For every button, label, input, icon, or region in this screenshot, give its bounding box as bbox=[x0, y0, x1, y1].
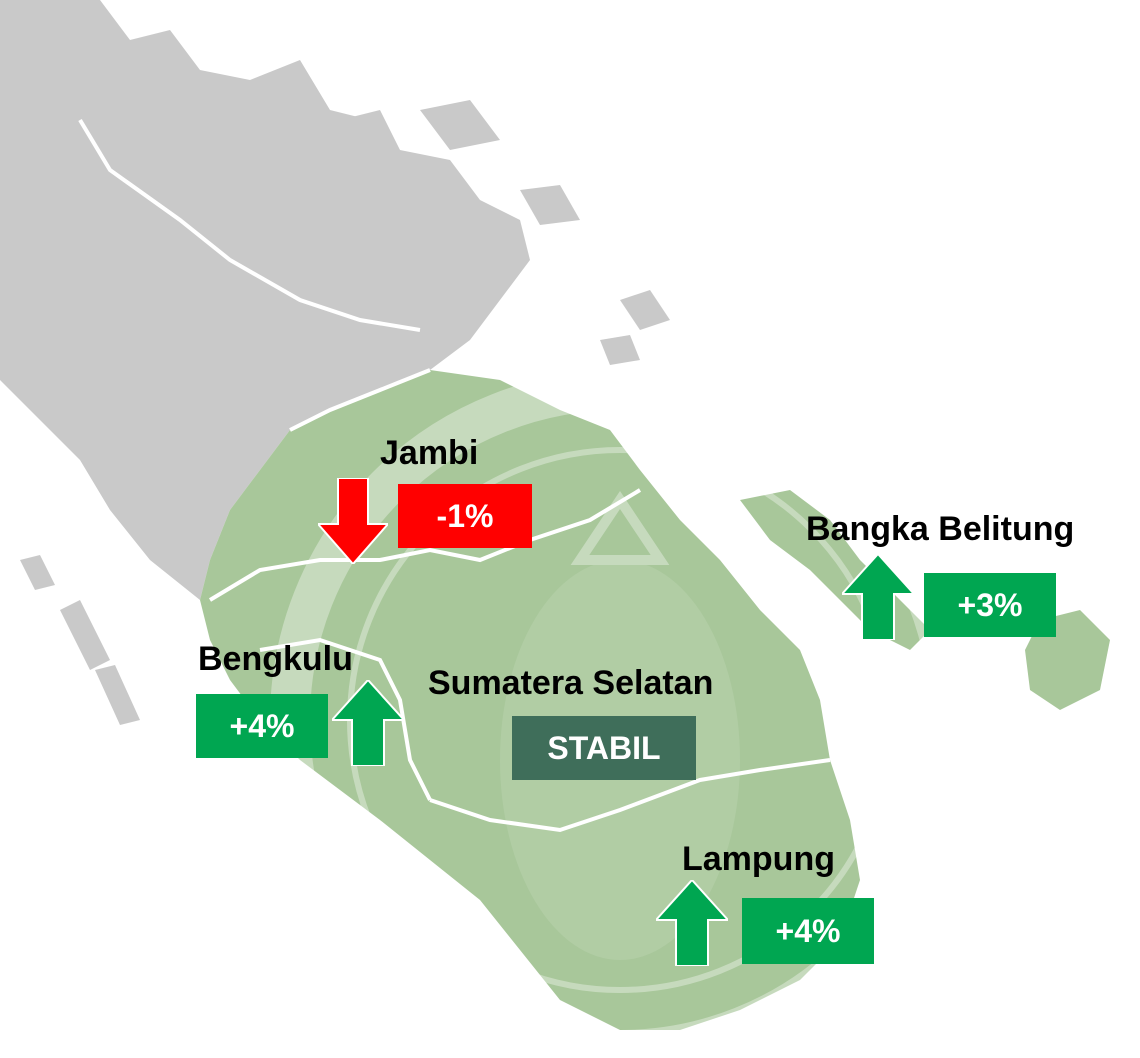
riau-island-3 bbox=[520, 185, 580, 225]
region-label-jambi: Jambi bbox=[380, 434, 479, 472]
province-border-riau bbox=[289, 368, 431, 432]
arrow-up-icon bbox=[332, 680, 404, 766]
mentawai-island-1 bbox=[60, 600, 110, 670]
region-label-lampung: Lampung bbox=[682, 840, 835, 878]
province-border-lampung bbox=[429, 758, 831, 833]
province-border-bengkulu bbox=[259, 637, 432, 801]
riau-island-5 bbox=[600, 335, 640, 365]
change-badge-jambi: -1% bbox=[398, 484, 532, 548]
mentawai-island-2 bbox=[95, 665, 140, 725]
riau-island-4 bbox=[620, 290, 670, 330]
province-border-jambi bbox=[208, 488, 642, 602]
riau-island-1 bbox=[340, 110, 400, 160]
arrow-down-icon bbox=[318, 478, 388, 564]
region-label-sumatera-selatan: Sumatera Selatan bbox=[428, 664, 714, 702]
change-badge-lampung: +4% bbox=[742, 898, 874, 964]
change-badge-bangka-belitung: +3% bbox=[924, 573, 1056, 637]
region-label-bangka-belitung: Bangka Belitung bbox=[806, 510, 1075, 548]
arrow-up-icon bbox=[842, 554, 914, 640]
riau-internal-border bbox=[78, 118, 421, 332]
status-badge-sumatera-selatan: STABIL bbox=[512, 716, 696, 780]
arrow-up-icon bbox=[656, 880, 728, 966]
region-label-bengkulu: Bengkulu bbox=[198, 640, 353, 678]
riau-island-2 bbox=[420, 100, 500, 150]
change-badge-bengkulu: +4% bbox=[196, 694, 328, 758]
mentawai-island-3 bbox=[20, 555, 55, 590]
